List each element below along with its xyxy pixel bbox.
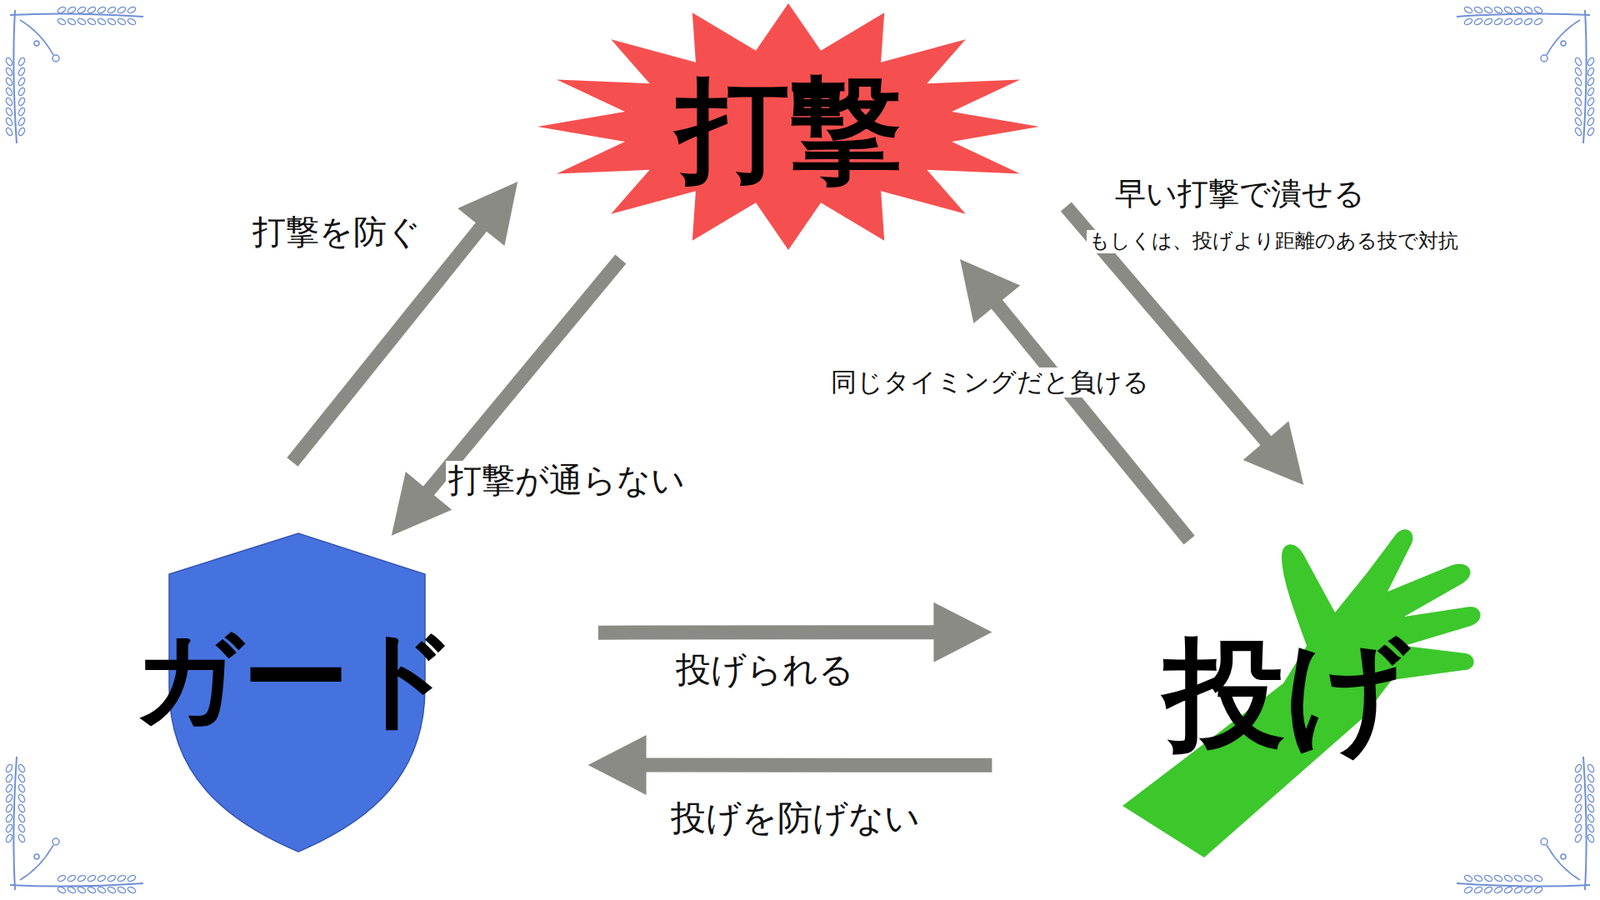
arrow-shaft [598,625,936,640]
leaf-sprig [5,5,144,144]
connector-arrow [960,259,1190,540]
node-title: ガード [133,620,459,738]
leaf-sprig [5,756,144,895]
arrow-shaft [995,303,1190,541]
arrow-head [960,259,1020,324]
arrow-shaft [645,758,993,773]
guard-shield: ガード [125,454,467,852]
hand-shape [1122,529,1481,858]
strike-starburst: 打撃 [535,1,1041,252]
note-text: もしくは、投げより距離のある技で対抗 [1086,230,1461,254]
edge-label: 投げを防げない [668,798,923,839]
arrow-shaft [427,259,621,492]
node-title: 投げ [1164,627,1409,761]
arrow-head [933,602,992,663]
arrow-head [457,181,518,246]
arrow-head [588,735,647,795]
leaf-sprig [1456,5,1595,144]
throw-hand: 投げ [1116,475,1484,859]
leaf-sprig [1456,756,1595,895]
edge-label: 投げられる [673,650,857,690]
edge-label: 同じタイミングだと負ける [828,367,1152,398]
arrow-head [1243,420,1305,485]
node-title: 打撃 [676,69,902,194]
arrow-head [391,471,452,536]
edge-label: 早い打撃で潰せる [1112,176,1368,213]
edge-label: 打撃が通らない [445,460,688,500]
arrow-shaft [292,225,483,463]
connector-arrow [588,735,993,795]
edge-label: 打撃を防ぐ [250,212,424,251]
starburst-shape [537,3,1040,250]
